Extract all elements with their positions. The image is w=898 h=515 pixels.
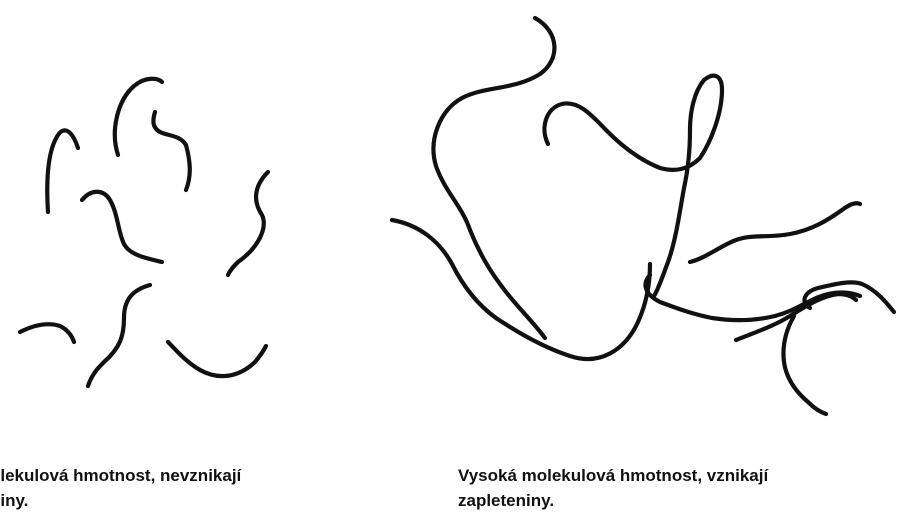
short-chain: [82, 192, 162, 262]
left-caption-line-1: olekulová hmotnost, nevznikají: [0, 463, 241, 488]
left-caption: olekulová hmotnost, nevznikají niny.: [0, 463, 241, 513]
long-chain: [392, 220, 650, 359]
short-chain: [228, 172, 268, 275]
long-chain: [736, 294, 856, 340]
short-chain: [153, 112, 189, 190]
right-caption: Vysoká molekulová hmotnost, vznikají zap…: [458, 463, 768, 513]
left-caption-line-2: niny.: [0, 488, 241, 513]
short-chain: [20, 324, 74, 342]
long-chains-illustration: [380, 0, 898, 460]
long-chain: [434, 18, 555, 338]
short-chain: [47, 130, 78, 212]
long-chain: [544, 76, 722, 296]
right-caption-line-1: Vysoká molekulová hmotnost, vznikají: [458, 463, 768, 488]
long-chains-panel: Vysoká molekulová hmotnost, vznikají zap…: [380, 0, 898, 515]
right-caption-line-2: zapleteniny.: [458, 488, 768, 513]
short-chain: [168, 342, 266, 376]
short-chain: [88, 285, 150, 386]
short-chains-illustration: [0, 0, 440, 460]
long-chain: [783, 316, 826, 414]
short-chains-panel: olekulová hmotnost, nevznikají niny.: [0, 0, 440, 515]
long-chain: [690, 203, 860, 262]
